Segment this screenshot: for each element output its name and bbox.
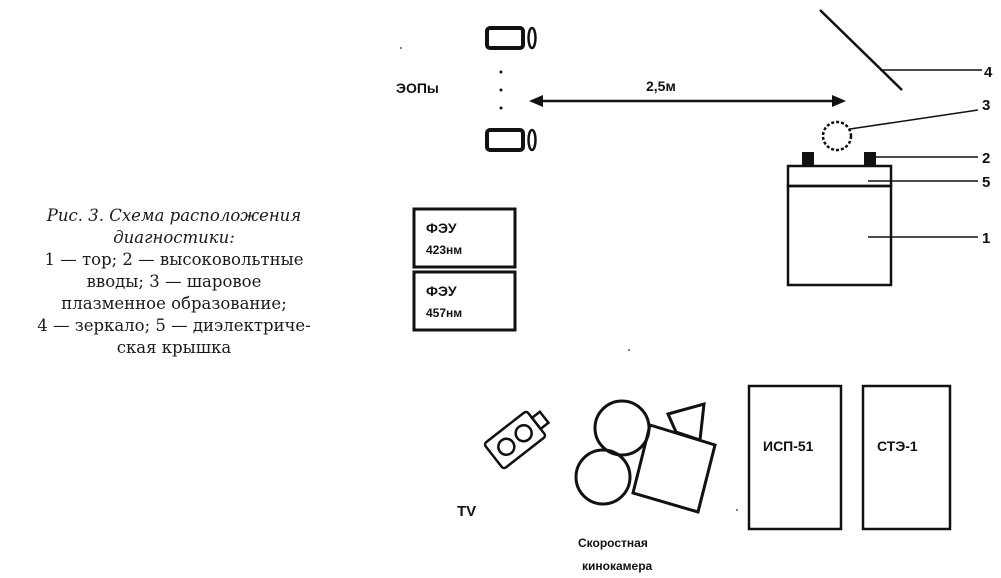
fey-423-wavelength: 423нм <box>426 243 462 257</box>
caption-legend-line: плазменное образование; <box>61 294 287 313</box>
tv-camera-icon <box>483 409 551 470</box>
hv-input-left-icon <box>802 152 814 166</box>
fey-423-title: ФЭУ <box>426 220 457 236</box>
eop-bottom-icon <box>485 128 537 152</box>
fey-457-box <box>412 270 517 332</box>
fey-457-wavelength: 457нм <box>426 306 462 320</box>
distance-label: 2,5м <box>646 78 676 94</box>
mirror-icon <box>819 9 903 91</box>
tv-label: TV <box>457 503 476 520</box>
caption-title: Рис. 3. Схема расположения <box>46 206 302 225</box>
isp-51-box <box>747 384 843 531</box>
torus-chamber <box>786 184 893 287</box>
film-camera-icon <box>574 399 717 514</box>
caption-legend-line: ская крышка <box>116 338 232 357</box>
callout-line-3 <box>849 109 979 130</box>
caption-subtitle: диагностики: <box>113 228 235 247</box>
dielectric-cover <box>786 164 893 188</box>
ste-1-box <box>861 384 952 531</box>
ball-plasma-icon <box>821 120 853 152</box>
caption-legend-line: 4 — зеркало; 5 — диэлектриче- <box>37 316 311 335</box>
caption-legend-line: 1 — тор; 2 — высоковольтные <box>44 250 304 269</box>
eop-label: ЭОПы <box>396 80 439 96</box>
distance-arrow <box>529 95 846 107</box>
callout-number-2: 2 <box>982 150 990 167</box>
film-camera-label-line1: Скоростная <box>578 536 648 550</box>
caption-legend-line: вводы; 3 — шаровое <box>86 272 262 291</box>
ste-1-label: СТЭ-1 <box>877 438 918 454</box>
film-camera-label-line2: кинокамера <box>582 559 653 573</box>
callout-number-3: 3 <box>982 97 990 114</box>
eop-dots <box>499 70 503 110</box>
callout-number-1: 1 <box>982 230 990 247</box>
scan-specks <box>400 47 738 511</box>
fey-457-title: ФЭУ <box>426 283 457 299</box>
callout-number-4: 4 <box>984 64 993 81</box>
isp-51-label: ИСП-51 <box>763 438 814 454</box>
eop-top-icon <box>485 26 537 50</box>
callout-number-5: 5 <box>982 174 990 191</box>
fey-423-box <box>412 207 517 269</box>
figure-caption: Рис. 3. Схема расположения диагностики: … <box>0 205 348 359</box>
hv-input-right-icon <box>864 152 876 166</box>
